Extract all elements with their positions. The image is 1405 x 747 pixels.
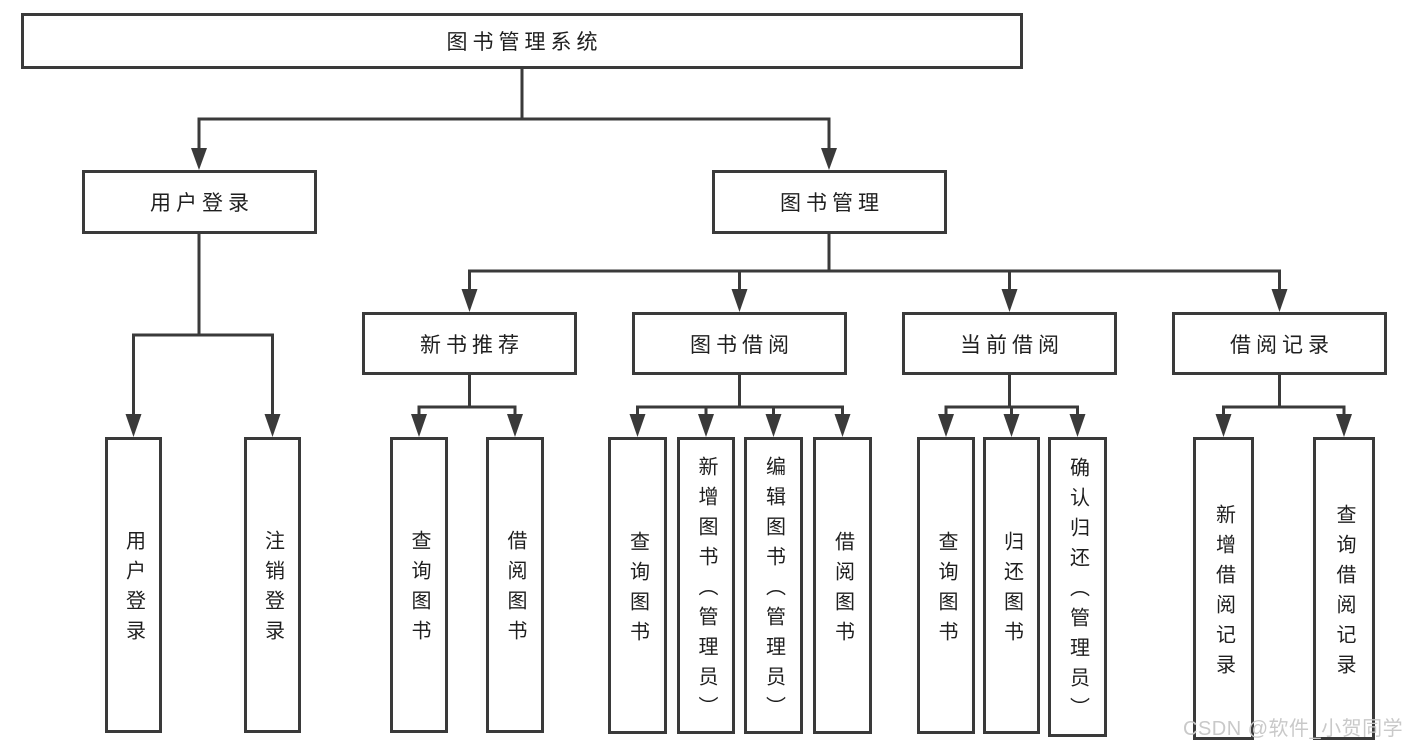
leaf-add-borrow-record: 新增借阅记录 [1193,437,1254,740]
node-book-borrow: 图书借阅 [632,312,847,375]
connector-recommend-to-leaves [411,375,523,437]
node-library-management-system: 图书管理系统 [21,13,1023,69]
leaf-borrow-books: 借阅图书 [813,437,872,734]
leaf-query-borrow-record-label: 查询借阅记录 [1333,503,1355,684]
leaf-logout-label: 注销登录 [261,530,284,650]
csdn-watermark: CSDN @软件_小贺同学 [1183,718,1404,740]
node-book-management-branch: 图书管理 [712,170,947,234]
leaf-recommend-query-books-label: 查询图书 [408,530,430,650]
leaf-add-books-admin-label: 新增图书（管理员） [695,455,717,726]
leaf-confirm-return-admin-label: 确认归还（管理员） [1066,457,1089,727]
leaf-current-query-books: 查询图书 [917,437,975,734]
leaf-add-borrow-record-label: 新增借阅记录 [1212,503,1235,684]
leaf-logout: 注销登录 [244,437,301,733]
leaf-return-books: 归还图书 [983,437,1040,734]
connector-borrow-to-leaves [629,375,851,437]
leaf-recommend-borrow-books: 借阅图书 [486,437,544,733]
node-user-login-branch: 用户登录 [82,170,317,234]
leaf-current-query-books-label: 查询图书 [935,530,957,651]
connector-book-management-to-level2 [461,234,1288,312]
leaf-user-login-label: 用户登录 [122,530,145,650]
leaf-recommend-borrow-books-label: 借阅图书 [504,530,526,650]
leaf-borrow-query-books: 查询图书 [608,437,667,734]
connector-user-login-to-leaves [125,234,281,437]
leaf-recommend-query-books: 查询图书 [390,437,448,733]
leaf-edit-books-admin-label: 编辑图书（管理员） [762,455,785,726]
leaf-add-books-admin: 新增图书（管理员） [677,437,735,734]
leaf-return-books-label: 归还图书 [1000,530,1023,651]
node-current-borrow: 当前借阅 [902,312,1117,375]
leaf-borrow-books-label: 借阅图书 [831,530,854,651]
connector-current-to-leaves [938,375,1086,437]
leaf-edit-books-admin: 编辑图书（管理员） [744,437,803,734]
leaf-user-login: 用户登录 [105,437,162,733]
node-new-book-recommend: 新书推荐 [362,312,577,375]
node-borrow-records: 借阅记录 [1172,312,1387,375]
leaf-borrow-query-books-label: 查询图书 [626,530,649,651]
leaf-confirm-return-admin: 确认归还（管理员） [1048,437,1107,737]
leaf-query-borrow-record: 查询借阅记录 [1313,437,1375,740]
connector-records-to-leaves [1215,375,1352,437]
connector-root-to-level1 [191,69,837,170]
